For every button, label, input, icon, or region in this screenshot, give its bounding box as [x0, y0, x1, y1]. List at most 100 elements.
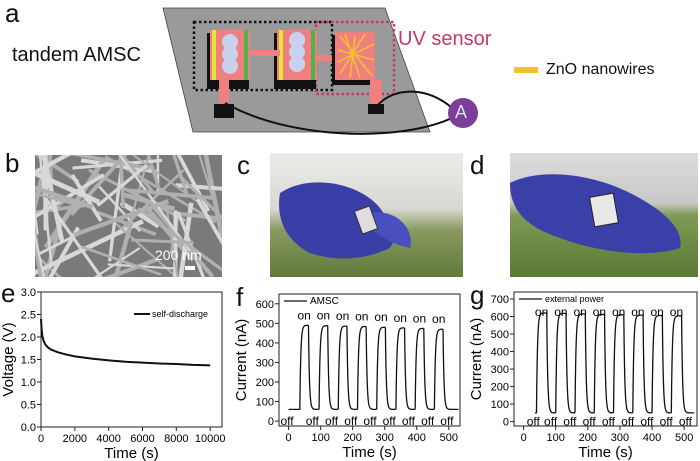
sem-texture [35, 155, 222, 277]
glove-illustration [510, 174, 681, 254]
nanowire [119, 200, 161, 229]
off-annotation: off [402, 414, 416, 428]
nanowire [176, 211, 222, 221]
ammeter-icon [448, 98, 478, 128]
on-annotation: on [432, 312, 445, 326]
series-line-self-discharge [40, 318, 211, 367]
scale-bar [185, 266, 195, 270]
x-tick-label: 400 [408, 432, 426, 444]
off-annotation: off [440, 414, 454, 428]
photo-glove-wrist-device [510, 153, 698, 277]
plot-frame [513, 291, 698, 427]
legend-label: self-discharge [152, 309, 208, 319]
nanowire [178, 202, 194, 277]
legend-label: AMSC [310, 296, 339, 307]
nanowire [35, 192, 78, 207]
x-tick-label: 500 [440, 432, 458, 444]
on-annotation: on [573, 305, 586, 319]
panel-label-a: a [5, 0, 20, 28]
y-tick-label: 200 [256, 377, 274, 389]
on-annotation: on [355, 309, 368, 323]
x-tick-label: 100 [311, 432, 329, 444]
x-tick-label: 0 [38, 433, 44, 445]
uv-sensor-label: UV sensor [398, 28, 492, 50]
x-tick-label: 8000 [164, 433, 188, 445]
y-tick-label: 400 [491, 347, 509, 359]
off-annotation: off [563, 415, 577, 429]
nanowire [48, 226, 80, 277]
y-tick-label: 0 [268, 416, 274, 428]
nanowire [70, 174, 103, 223]
panel-label-e: e [1, 278, 16, 308]
y-tick-label: 700 [491, 294, 509, 306]
nanowire [123, 192, 176, 212]
nanowire [35, 205, 39, 235]
x-tick-label: 500 [675, 432, 693, 444]
panel-label-d: d [470, 150, 485, 180]
x-tick-label: 300 [611, 432, 629, 444]
y-tick-label: 500 [491, 329, 509, 341]
x-tick-label: 100 [547, 432, 565, 444]
y-tick-label: 300 [491, 364, 509, 376]
ammeter-label: A [455, 102, 468, 122]
electrode-2 [274, 30, 317, 89]
nanowire [35, 185, 94, 210]
panel-label-c: c [237, 150, 250, 180]
panel-label-g: g [470, 280, 485, 310]
y-tick-label: 2.5 [21, 310, 36, 322]
glove-illustration [279, 182, 411, 259]
x-tick-label: 400 [643, 432, 661, 444]
x-tick-label: 0 [521, 432, 527, 444]
off-annotation: off [280, 414, 294, 428]
plot-frame [278, 293, 461, 427]
nanowire [104, 257, 158, 277]
off-annotation: off [306, 414, 320, 428]
off-annotation: off [325, 414, 339, 428]
off-annotation: off [344, 414, 358, 428]
uv-sensor-device [332, 32, 375, 85]
x-tick-label: 0 [286, 432, 292, 444]
y-tick-label: 0 [503, 417, 509, 429]
x-axis-label: Time (s) [578, 444, 632, 461]
nanowire [128, 188, 213, 200]
zno-legend-swatch [514, 67, 538, 73]
off-annotation: off [421, 414, 435, 428]
y-tick-label: 2.0 [21, 332, 36, 344]
off-annotation: off [679, 415, 693, 429]
device-schematic [162, 7, 478, 135]
y-tick-label: 200 [491, 382, 509, 394]
nanowire [42, 155, 49, 231]
electrode-1 [207, 30, 250, 89]
y-tick-label: 1.5 [21, 355, 36, 367]
nanowire [69, 155, 150, 171]
on-annotation: on [593, 305, 606, 319]
x-axis-label: Time (s) [342, 444, 396, 461]
nanowire [165, 209, 179, 277]
off-annotation: off [602, 415, 616, 429]
y-tick-label: 600 [256, 299, 274, 311]
nanowire [120, 155, 156, 195]
tandem-amsc-label: tandem AMSC [12, 44, 141, 66]
nanowire [176, 211, 206, 277]
y-axis-label: Current (nA) [233, 319, 250, 402]
x-tick-label: 10000 [195, 433, 226, 445]
on-annotation: on [336, 309, 349, 323]
nanowire [35, 232, 46, 277]
off-annotation: off [660, 415, 674, 429]
nanowire [96, 164, 148, 207]
nanowire [118, 155, 191, 252]
off-annotation: off [383, 414, 397, 428]
series-line-external-power [534, 312, 695, 414]
y-tick-label: 0.0 [21, 422, 36, 434]
nanowire [80, 245, 162, 276]
nanowire [203, 155, 222, 237]
x-axis-label: Time (s) [104, 445, 158, 461]
y-tick-label: 600 [491, 312, 509, 324]
y-tick-label: 400 [256, 338, 274, 350]
nanowire [114, 222, 179, 277]
nanowire [110, 169, 185, 239]
wire [224, 102, 453, 135]
